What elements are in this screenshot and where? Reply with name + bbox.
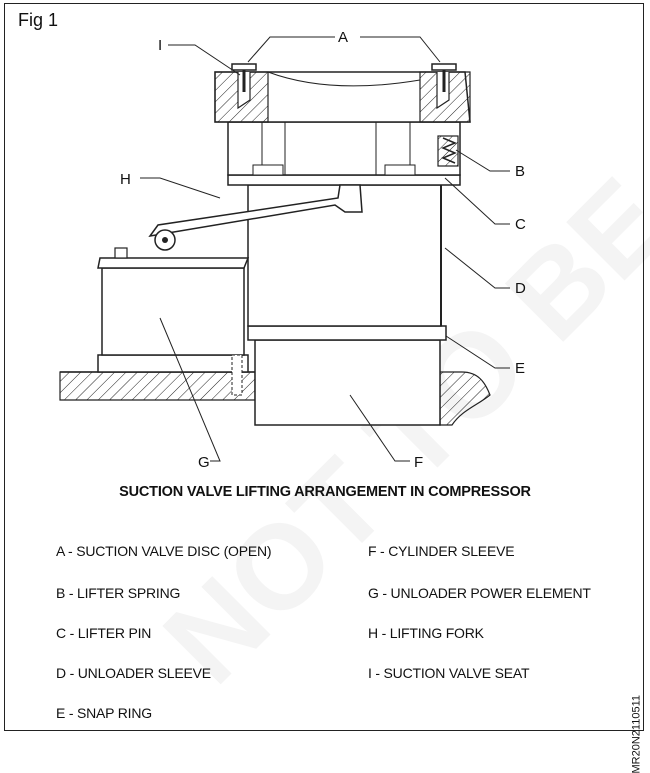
figure-code: MR20N2110511 <box>630 695 642 773</box>
unloader-power-element <box>97 247 250 396</box>
callout-b: B <box>515 163 525 180</box>
flange-plate <box>227 174 461 186</box>
snap-ring <box>247 325 447 341</box>
legend-item-g: G - UNLOADER POWER ELEMENT <box>368 585 591 601</box>
legend-item-d: D - UNLOADER SLEEVE <box>56 665 211 681</box>
legend-item-f: F - CYLINDER SLEEVE <box>368 543 515 559</box>
legend-item-h: H - LIFTING FORK <box>368 625 484 641</box>
callout-f: F <box>414 454 423 471</box>
legend-item-a: A - SUCTION VALVE DISC (OPEN) <box>56 543 272 559</box>
callout-g: G <box>198 454 210 471</box>
callout-a: A <box>338 29 348 46</box>
suction-valve-discs <box>231 63 457 92</box>
callout-i: I <box>158 37 162 54</box>
valve-seat-block <box>214 71 471 123</box>
callout-c: C <box>515 216 526 233</box>
valve-body-mid <box>227 121 461 176</box>
callout-h: H <box>120 171 131 188</box>
lifting-fork <box>148 184 363 251</box>
base-plate <box>59 371 491 426</box>
callout-e: E <box>515 360 525 377</box>
leader-lines <box>140 36 510 462</box>
legend-item-c: C - LIFTER PIN <box>56 625 152 641</box>
legend-item-e: E - SNAP RING <box>56 705 152 721</box>
legend-item-b: B - LIFTER SPRING <box>56 585 181 601</box>
figure-caption: SUCTION VALVE LIFTING ARRANGEMENT IN COM… <box>119 484 531 500</box>
figure-frame <box>4 3 644 731</box>
legend-item-i: I - SUCTION VALVE SEAT <box>368 665 530 681</box>
cylinder-sleeve <box>247 325 447 426</box>
callout-d: D <box>515 280 526 297</box>
figure-label: Fig 1 <box>18 10 59 30</box>
lifter-spring <box>437 135 459 167</box>
compressor-diagram: A B C D E F G H I <box>59 29 526 471</box>
